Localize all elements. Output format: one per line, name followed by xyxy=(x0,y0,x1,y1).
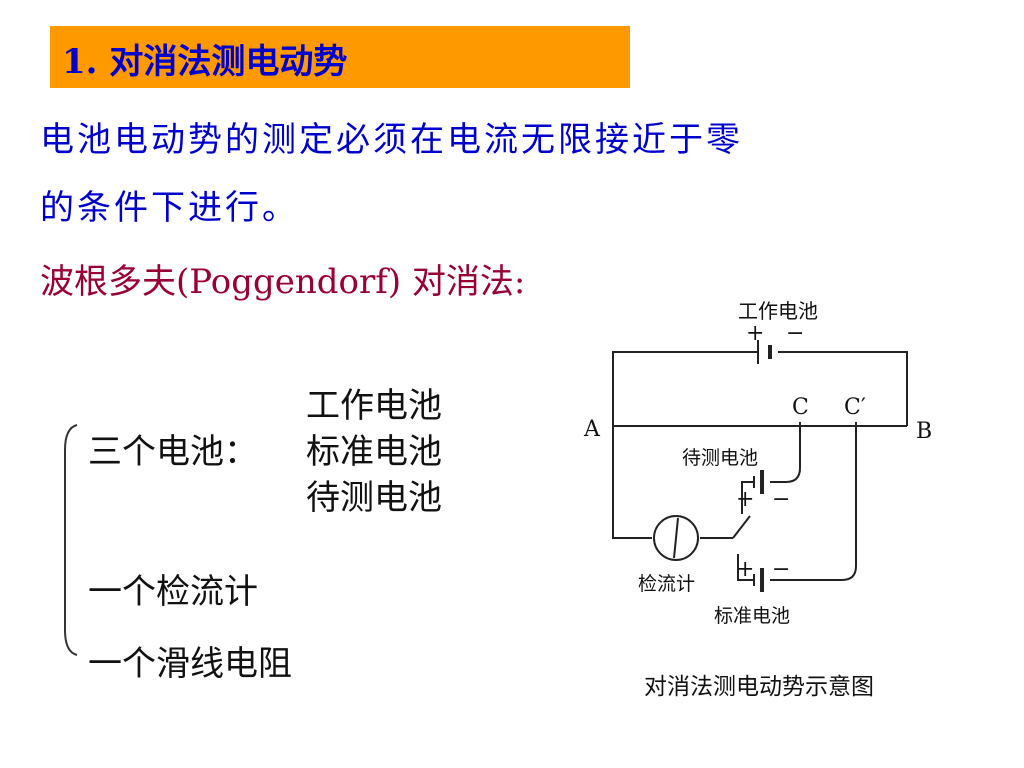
label-galvanometer: 检流计 xyxy=(638,573,695,595)
slide-title: 1. 对消法测电动势 xyxy=(62,42,348,82)
label-test-plus: + xyxy=(736,487,754,512)
intro-line-2: 的条件下进行。 xyxy=(40,188,299,228)
label-standard-battery: 标准电池 xyxy=(714,605,790,627)
battery-test: 待测电池 xyxy=(306,478,442,518)
label-standard-minus: − xyxy=(772,557,790,582)
label-test-minus: − xyxy=(772,487,790,512)
label-point-a: A xyxy=(583,417,601,442)
label-working-plus: + xyxy=(746,321,764,346)
label-point-c: C xyxy=(792,395,809,420)
galvanometer-item: 一个检流计 xyxy=(88,572,258,612)
label-point-b: B xyxy=(916,419,932,444)
method-label: 波根多夫(Poggendorf) 对消法: xyxy=(40,262,526,302)
label-test-battery: 待测电池 xyxy=(682,447,758,469)
diagram-caption: 对消法测电动势示意图 xyxy=(644,674,874,700)
brace-icon xyxy=(64,424,78,656)
label-point-c-prime: C′ xyxy=(844,395,866,420)
label-standard-plus: + xyxy=(736,557,754,582)
label-working-battery: 工作电池 xyxy=(738,299,818,323)
battery-working: 工作电池 xyxy=(306,386,442,426)
potentiometer-circuit-diagram: 工作电池 + − A B C C′ 待测电池 + − + − 检流计 标准电池 … xyxy=(583,299,932,700)
title-bar: 1. 对消法测电动势 xyxy=(50,26,630,88)
label-working-minus: − xyxy=(786,321,804,346)
intro-line-1: 电池电动势的测定必须在电流无限接近于零 xyxy=(40,120,743,160)
slide-wire-item: 一个滑线电阻 xyxy=(88,644,292,684)
battery-standard: 标准电池 xyxy=(306,432,442,472)
batteries-label: 三个电池： xyxy=(88,432,258,472)
